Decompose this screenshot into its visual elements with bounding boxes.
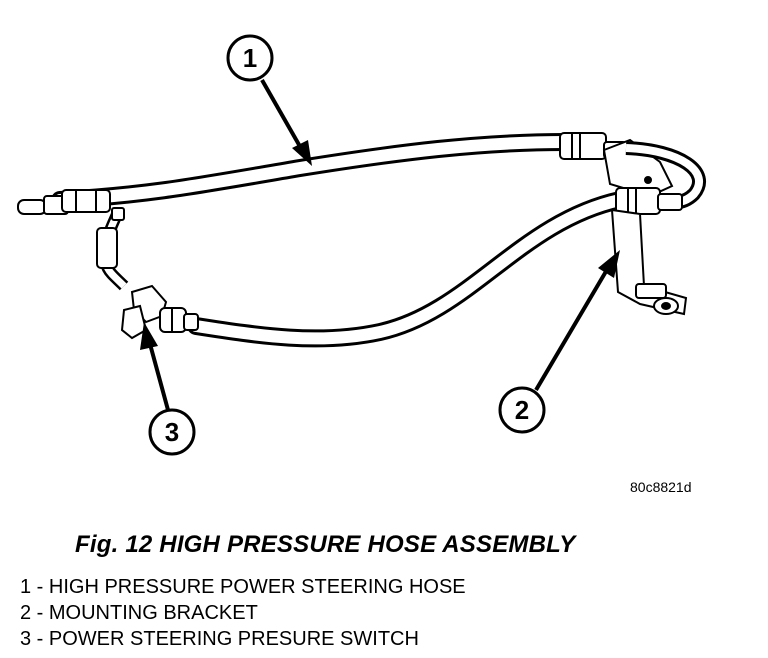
legend-item-2: 2 - MOUNTING BRACKET xyxy=(20,602,258,624)
callout-1: 1 xyxy=(226,34,312,166)
hose-assembly-diagram: 1 2 3 xyxy=(17,34,706,456)
callout-2: 2 xyxy=(498,250,620,434)
left-hose-fitting xyxy=(17,189,111,215)
tube-fittings xyxy=(96,207,125,269)
svg-text:2: 2 xyxy=(515,395,529,425)
svg-text:1: 1 xyxy=(243,43,257,73)
svg-text:3: 3 xyxy=(165,417,179,447)
pressure-switch xyxy=(120,284,199,340)
lower-right-fitting xyxy=(615,187,683,215)
callout-3: 3 xyxy=(140,322,196,456)
high-pressure-hose-lower xyxy=(187,191,629,348)
mounting-bracket xyxy=(610,208,688,316)
legend: 1 - HIGH PRESSURE POWER STEERING HOSE 2 … xyxy=(20,574,466,652)
legend-item-3: 3 - POWER STEERING PRESURE SWITCH xyxy=(20,628,419,650)
figure-title: Fig. 12 HIGH PRESSURE HOSE ASSEMBLY xyxy=(75,531,576,558)
upper-bracket-plate xyxy=(602,138,674,198)
figure-code: 80c8821d xyxy=(630,479,692,495)
high-pressure-hose-upper xyxy=(51,133,574,209)
legend-item-1: 1 - HIGH PRESSURE POWER STEERING HOSE xyxy=(20,576,466,598)
